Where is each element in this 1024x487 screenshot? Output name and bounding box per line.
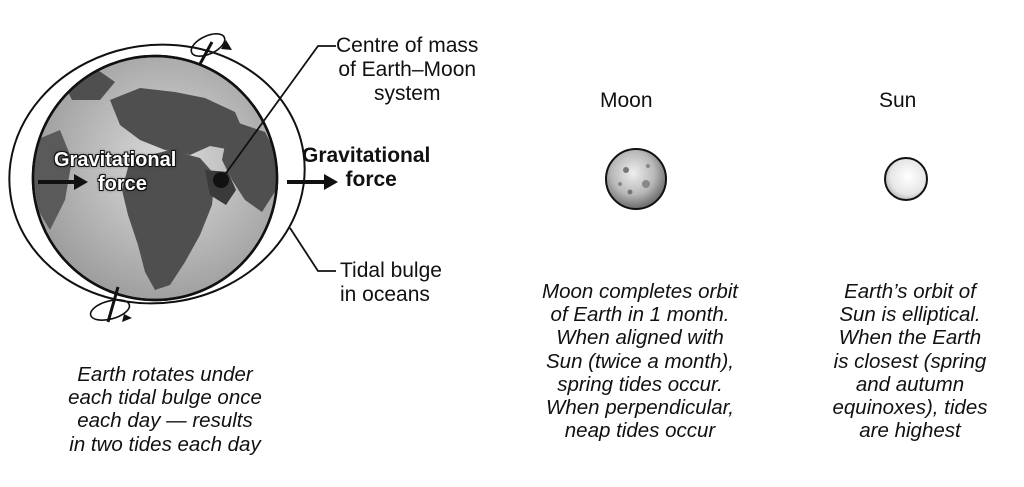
tidal-bulge-leader (289, 227, 336, 272)
africa-landmass (122, 150, 215, 290)
gravitational-force-right-label: Gravitational force (302, 144, 431, 191)
earth-caption: Earth rotates under each tidal bulge onc… (68, 363, 262, 456)
rotation-arrow-icon (190, 33, 232, 57)
rotation-axis-top (198, 41, 214, 65)
sun-label: Sun (879, 89, 917, 112)
rotation-axis-bottom (106, 286, 120, 323)
sun-body (884, 157, 928, 201)
centre-of-mass-label: Centre of mass of Earth–Moon system (336, 34, 479, 105)
right-force-arrow-icon (287, 174, 338, 190)
moon-body (605, 148, 667, 210)
gravitational-force-left-label: Gravitational force (54, 149, 177, 195)
europe-landmass (110, 88, 245, 155)
rotation-arrow-icon (89, 299, 132, 322)
moon-caption: Moon completes orbit of Earth in 1 month… (542, 280, 738, 443)
moon-label: Moon (600, 89, 653, 112)
centre-of-mass-leader (220, 45, 336, 181)
left-force-arrow-icon (38, 174, 88, 190)
asia-landmass (222, 120, 277, 212)
tidal-bulge-label: Tidal bulge in oceans (340, 259, 442, 306)
sun-caption: Earth’s orbit of Sun is elliptical. When… (832, 280, 988, 443)
